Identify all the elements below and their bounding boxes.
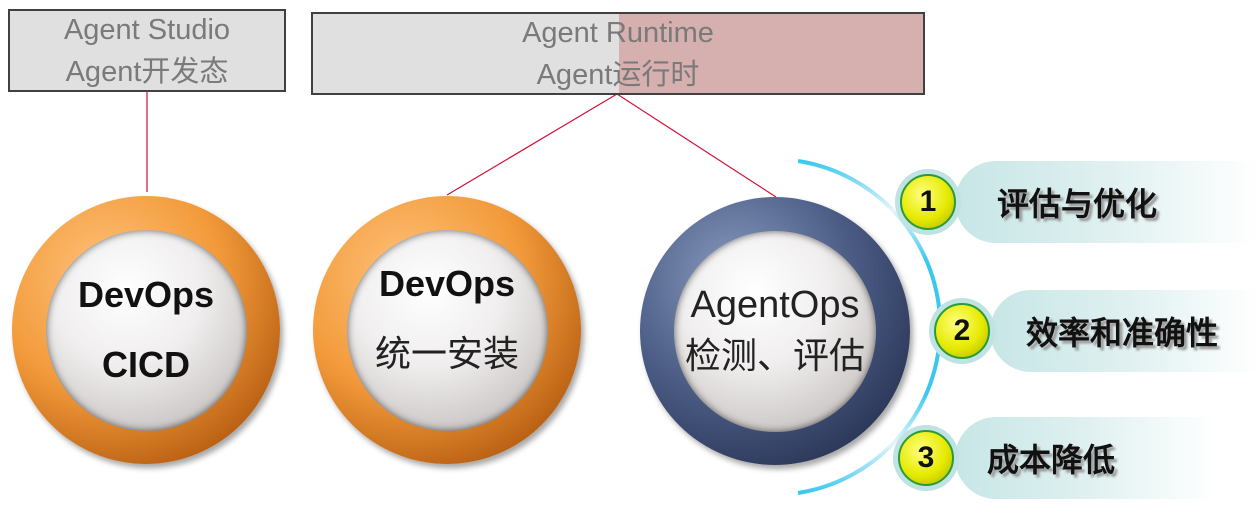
circle-subtitle: 检测、评估 xyxy=(684,335,865,377)
devops-cicd-circle: DevOps CICD xyxy=(12,196,280,464)
circle-subtitle: CICD xyxy=(102,344,190,385)
number-badge-3: 3 xyxy=(893,425,959,491)
studio-subtitle: Agent开发态 xyxy=(65,55,229,88)
runtime-connector-right xyxy=(616,93,777,198)
circle-title: DevOps xyxy=(378,263,516,304)
badge-number: 3 xyxy=(898,430,954,486)
item-cost-reduction: 成本降低 xyxy=(955,417,1215,499)
circle-title: DevOps xyxy=(77,274,215,315)
item-efficiency-accuracy: 效率和准确性 xyxy=(990,290,1259,372)
agentops-circle: AgentOps 检测、评估 xyxy=(640,197,910,465)
item-label: 效率和准确性 xyxy=(1026,314,1219,352)
badge-number: 2 xyxy=(934,303,990,359)
runtime-highlight xyxy=(619,14,923,93)
circle-subtitle: 统一安装 xyxy=(374,334,519,375)
agent-studio-box: Agent Studio Agent开发态 xyxy=(8,9,286,92)
item-label: 成本降低 xyxy=(987,441,1116,479)
circle-title: AgentOps xyxy=(690,283,860,326)
runtime-title: Agent Runtime xyxy=(522,16,714,49)
agent-runtime-box: Agent Runtime Agent运行时 xyxy=(311,12,925,95)
badge-number: 1 xyxy=(900,174,956,230)
devops-install-circle: DevOps 统一安装 xyxy=(313,196,581,464)
item-label: 评估与优化 xyxy=(997,185,1158,223)
runtime-connector-left xyxy=(446,93,618,196)
studio-title: Agent Studio xyxy=(63,13,231,46)
number-badge-2: 2 xyxy=(929,298,995,364)
runtime-subtitle: Agent运行时 xyxy=(536,58,700,91)
item-evaluate-optimize: 评估与优化 xyxy=(955,161,1259,243)
number-badge-1: 1 xyxy=(895,169,961,235)
